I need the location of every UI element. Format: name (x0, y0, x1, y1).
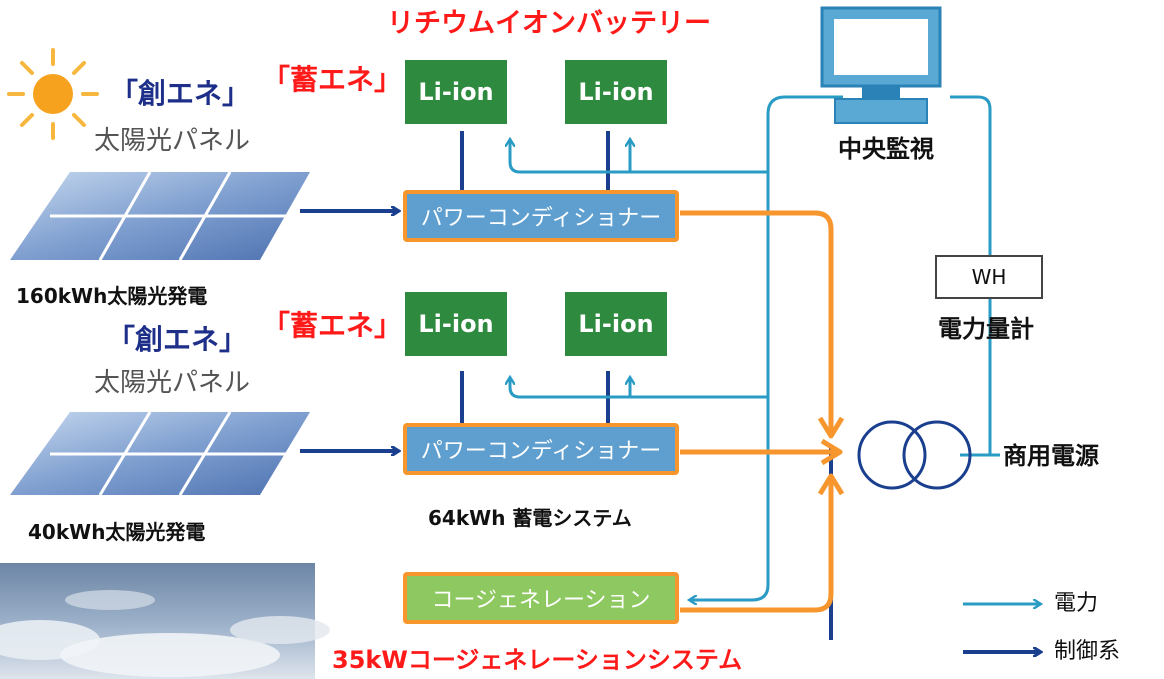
battery-title: リチウムイオンバッテリー (387, 8, 711, 39)
storage-tag-lower: 「蓄エネ」 (262, 309, 403, 342)
meter-caption: 電力量計 (938, 315, 1034, 343)
grid-label: 商用電源 (1003, 442, 1099, 470)
monitor-label: 中央監視 (838, 135, 934, 163)
sole-tag-lower: 「創エネ」 (107, 323, 248, 356)
solar-panel-icon (10, 411, 310, 496)
battery-box: Li-ion (565, 60, 667, 124)
battery-box: Li-ion (405, 60, 507, 124)
monitor-icon (820, 6, 942, 124)
solar-caption-upper: 160kWh太陽光発電 (16, 284, 208, 308)
battery-box: Li-ion (405, 292, 507, 356)
legend-arrows (963, 604, 1040, 652)
power-conditioner-box: パワーコンディショナー (403, 423, 679, 475)
legend-power-label: 電力 (1054, 591, 1099, 616)
storage-caption: 64kWh 蓄電システム (428, 506, 632, 530)
transformer-icon (857, 420, 972, 490)
solar-panel-icon (10, 171, 310, 261)
sky-photo (0, 563, 330, 679)
meter-box: WH (935, 255, 1043, 299)
power-lines (510, 95, 1000, 600)
power-conditioner-box: パワーコンディショナー (403, 190, 679, 242)
legend-control-label: 制御系 (1054, 639, 1121, 664)
storage-tag-upper: 「蓄エネ」 (262, 63, 403, 96)
solar-panel-label-upper: 太陽光パネル (94, 126, 251, 156)
solar-panel-label-lower: 太陽光パネル (94, 368, 251, 398)
sole-tag-upper: 「創エネ」 (110, 77, 251, 110)
solar-caption-lower: 40kWh太陽光発電 (28, 520, 206, 544)
power-flow-lines (680, 210, 840, 613)
battery-box: Li-ion (565, 292, 667, 356)
cogeneration-box: コージェネレーション (403, 572, 679, 624)
sun-icon (7, 48, 99, 140)
cogeneration-caption: 35kWコージェネレーションシステム (332, 646, 743, 674)
